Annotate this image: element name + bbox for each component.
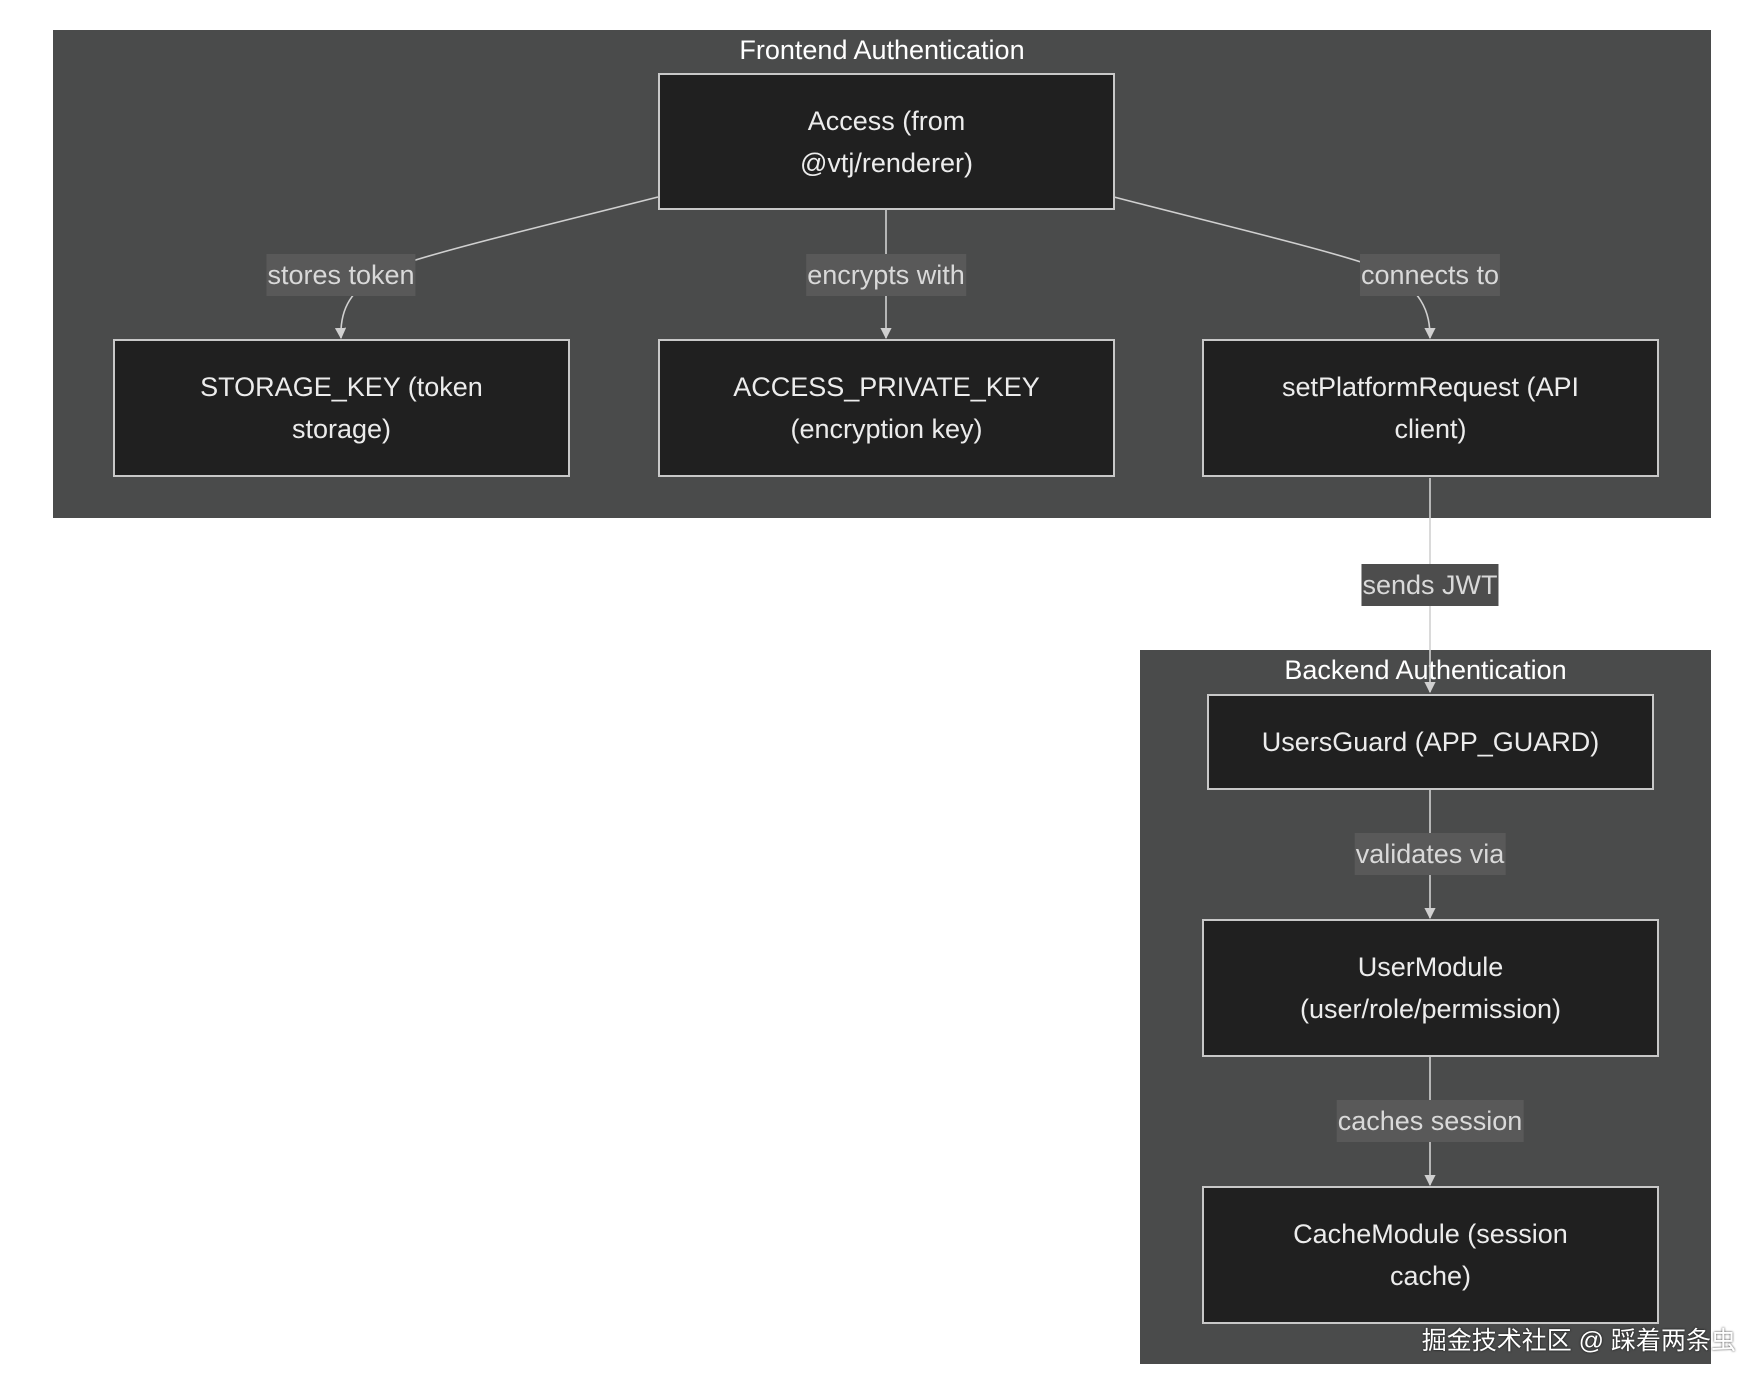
node-cache-module-line1: CacheModule (session xyxy=(1293,1219,1568,1249)
node-access-line2: @vtj/renderer) xyxy=(800,147,973,178)
frontend-cluster-title: Frontend Authentication xyxy=(739,35,1025,65)
edge-stores-token xyxy=(334,196,659,340)
node-access-private-key-line1: ACCESS_PRIVATE_KEY xyxy=(733,372,1040,402)
node-access-private-key[interactable]: ACCESS_PRIVATE_KEY (encryption key) xyxy=(658,339,1115,477)
edge-connects-to xyxy=(1113,196,1436,340)
node-users-guard[interactable]: UsersGuard (APP_GUARD) xyxy=(1207,694,1654,790)
node-cache-module[interactable]: CacheModule (session cache) xyxy=(1202,1186,1659,1324)
node-users-guard-line1: UsersGuard (APP_GUARD) xyxy=(1261,727,1600,757)
node-storage-key-line1: STORAGE_KEY (token xyxy=(200,372,483,402)
node-access-private-key-line2: (encryption key) xyxy=(790,414,983,444)
node-set-platform-request[interactable]: setPlatformRequest (API client) xyxy=(1202,339,1659,477)
node-access[interactable]: Access (from @vtj/renderer) xyxy=(658,73,1115,210)
node-access-line1: Access (from xyxy=(807,105,966,136)
node-user-module-line1: UserModule xyxy=(1357,952,1504,982)
watermark: 掘金技术社区 @ 踩着两条虫 xyxy=(1421,1327,1736,1355)
node-set-platform-request-line1: setPlatformRequest (API xyxy=(1281,372,1580,402)
node-storage-key-line2: storage) xyxy=(291,414,392,444)
edge-label-caches-session: caches session xyxy=(1336,1100,1524,1142)
edge-label-validates-via: validates via xyxy=(1354,833,1506,875)
backend-cluster-title: Backend Authentication xyxy=(1284,655,1567,685)
node-set-platform-request-line2: client) xyxy=(1394,414,1467,444)
node-user-module[interactable]: UserModule (user/role/permission) xyxy=(1202,919,1659,1057)
edge-label-encrypts-with: encrypts with xyxy=(806,254,966,296)
node-user-module-line2: (user/role/permission) xyxy=(1299,994,1562,1024)
edge-label-connects-to: connects to xyxy=(1359,254,1501,296)
node-storage-key[interactable]: STORAGE_KEY (token storage) xyxy=(113,339,570,477)
edge-label-stores-token: stores token xyxy=(266,254,416,296)
node-cache-module-line2: cache) xyxy=(1389,1261,1472,1291)
edge-label-sends-jwt: sends JWT xyxy=(1361,564,1499,606)
